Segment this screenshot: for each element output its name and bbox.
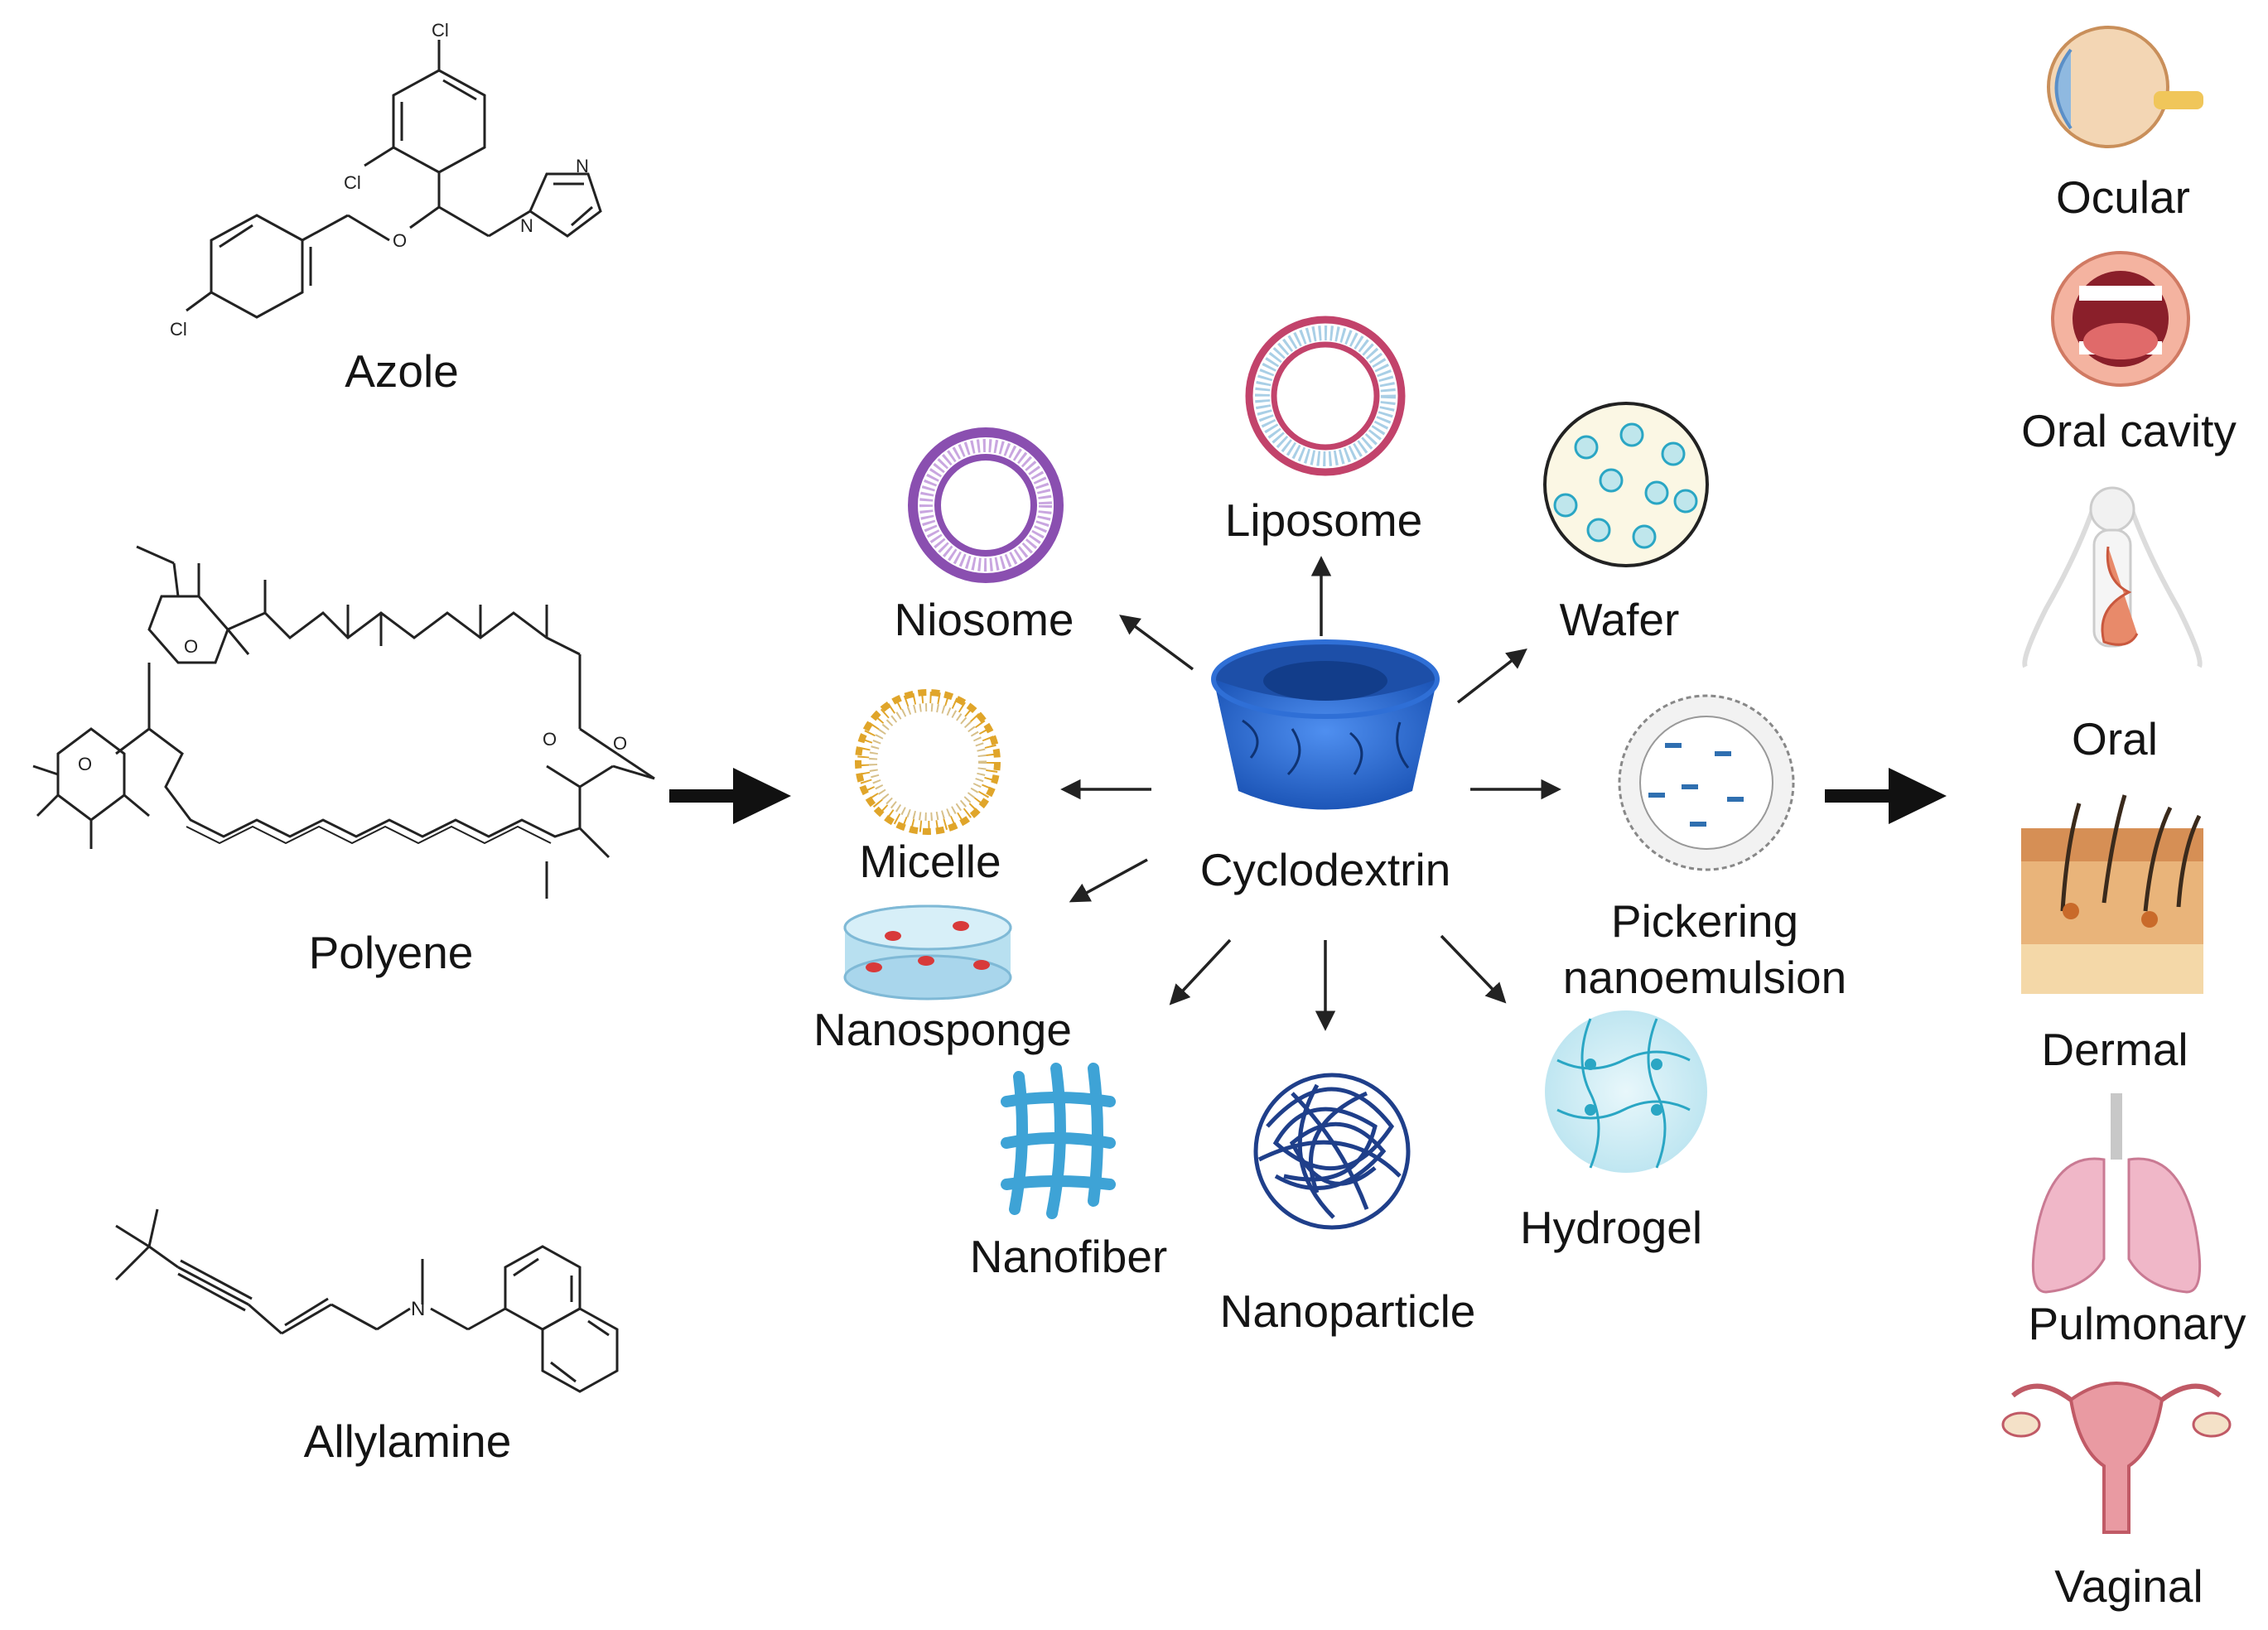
svg-text:N: N <box>576 156 589 176</box>
svg-text:O: O <box>543 729 557 750</box>
lungs-icon <box>2031 1093 2202 1294</box>
digestive-system-icon <box>2022 486 2203 668</box>
route-vaginal-label: Vaginal <box>2054 1560 2203 1612</box>
polyene-atoms: O O O O <box>78 636 627 774</box>
azole-structure <box>186 40 602 319</box>
arrow-to-wafer <box>1456 648 1527 704</box>
wafer-icon <box>1543 402 1709 567</box>
right-flow-arrow <box>1825 768 1947 824</box>
route-pulmonary-label: Pulmonary <box>2028 1298 2246 1349</box>
nanofiber-label: Nanofiber <box>969 1231 1168 1282</box>
polyene-structure <box>32 545 655 899</box>
nanoparticle-icon <box>1253 1073 1411 1230</box>
polyene-label: Polyene <box>308 927 474 978</box>
niosome-label: Niosome <box>894 594 1074 645</box>
nanosponge-icon <box>843 904 1012 1001</box>
micelle-label: Micelle <box>859 836 1001 887</box>
liposome-label: Liposome <box>1224 494 1423 546</box>
liposome-icon <box>1245 316 1406 476</box>
pickering-label-line1: Pickering <box>1610 895 1799 947</box>
mouth-icon <box>2051 251 2190 387</box>
arrow-to-hydrogel <box>1440 934 1507 1004</box>
allylamine-label: Allylamine <box>303 1415 512 1467</box>
svg-text:N: N <box>411 1298 425 1320</box>
allylamine-structure <box>114 1208 619 1393</box>
svg-text:O: O <box>184 636 198 657</box>
svg-text:Cl: Cl <box>432 20 449 41</box>
wafer-label: Wafer <box>1559 594 1680 645</box>
pickering-label-line2: nanoemulsion <box>1562 952 1847 1003</box>
arrow-to-nanofiber <box>1169 938 1232 1005</box>
arrow-to-niosome <box>1119 615 1194 671</box>
svg-text:O: O <box>393 230 407 251</box>
niosome-icon <box>908 427 1064 583</box>
svg-text:Cl: Cl <box>344 172 361 193</box>
route-dermal-label: Dermal <box>2041 1024 2188 1075</box>
nanoparticle-label: Nanoparticle <box>1219 1285 1476 1337</box>
azole-label: Azole <box>345 345 459 397</box>
svg-text:O: O <box>613 733 627 754</box>
route-oral-label: Oral <box>2072 713 2158 764</box>
arrow-to-nanosponge <box>1069 858 1148 903</box>
nanofiber-icon <box>1001 1063 1116 1219</box>
azole-atoms: Cl Cl Cl O N N <box>170 20 589 340</box>
cyclodextrin-icon <box>1211 639 1440 810</box>
svg-text:O: O <box>78 754 92 774</box>
route-oral-cavity-label: Oral cavity <box>2021 405 2237 456</box>
route-ocular-label: Ocular <box>2056 171 2190 223</box>
left-flow-arrow <box>669 768 791 824</box>
micelle-icon <box>855 689 1001 835</box>
hydrogel-icon <box>1545 1010 1707 1173</box>
skin-icon <box>2021 794 2203 994</box>
svg-text:N: N <box>520 215 533 236</box>
hydrogel-label: Hydrogel <box>1519 1202 1703 1253</box>
eye-icon <box>2047 26 2203 148</box>
uterus-icon <box>2001 1382 2232 1534</box>
nanosponge-label: Nanosponge <box>813 1004 1072 1055</box>
cyclodextrin-label: Cyclodextrin <box>1199 844 1451 895</box>
spoke-arrows <box>1060 556 1561 1031</box>
pickering-icon <box>1618 694 1795 871</box>
allylamine-atoms: N <box>411 1298 425 1320</box>
svg-text:Cl: Cl <box>170 319 187 340</box>
